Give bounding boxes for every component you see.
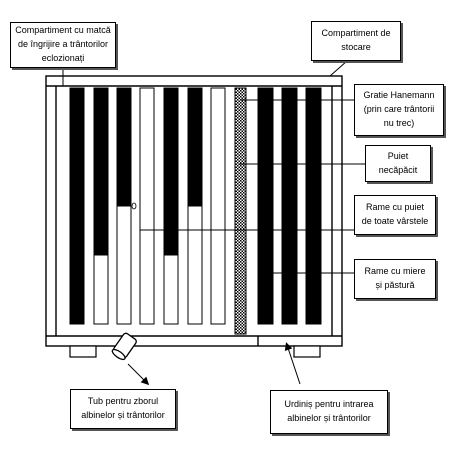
label-line: (prin care trântorii <box>363 104 435 115</box>
frame-9 <box>281 87 298 325</box>
queen-excluder <box>234 87 247 335</box>
label-storage-compartment: Compartiment de stocare <box>311 21 401 61</box>
brood-zone-2 <box>93 87 109 256</box>
leader-lines <box>62 60 365 386</box>
label-line: Urdiniș pentru intrarea <box>284 399 374 410</box>
queen-bee-icon <box>131 202 137 210</box>
label-open-brood: Puiet necăpăcit <box>365 145 431 182</box>
label-queen-compartment: Compartiment cu matcă de îngrijire a trâ… <box>10 22 116 68</box>
frames-left <box>69 87 226 325</box>
brood-zone-5 <box>163 87 179 256</box>
label-line: albinelor și trântorilor <box>81 410 165 420</box>
label-line: necăpăcit <box>378 164 418 175</box>
flight-tube-icon <box>111 332 137 361</box>
label-line: și păstură <box>375 280 415 290</box>
label-line: de îngrijire a trântorilor <box>17 39 109 50</box>
label-line: Puiet <box>387 150 409 161</box>
frame-1 <box>69 87 85 325</box>
label-line: Rame cu miere <box>364 266 426 277</box>
brood-zone-6 <box>187 87 203 207</box>
label-line: eclozionați <box>41 52 85 63</box>
hive-box <box>45 75 343 347</box>
label-line: albinelor și trântorilor <box>287 413 371 423</box>
label-flight-tube: Tub pentru zborul albinelor și trântoril… <box>70 389 176 429</box>
label-line: de toate vârstele <box>361 216 429 226</box>
label-line: Compartiment de <box>321 28 391 39</box>
frames-right <box>257 87 322 325</box>
label-line: Compartiment cu matcă <box>15 25 111 36</box>
label-line: Gratie Hanemann <box>363 90 435 101</box>
hive-foot-left <box>69 345 97 358</box>
frame-8 <box>257 87 274 325</box>
label-line: Rame cu puiet <box>365 202 425 213</box>
label-line: nu trec) <box>383 117 415 128</box>
brood-zone-3 <box>116 87 132 207</box>
label-entrance: Urdiniș pentru intrarea albinelor și trâ… <box>270 390 388 434</box>
label-brood-frames: Rame cu puiet de toate vârstele <box>354 195 436 235</box>
label-honey-frames: Rame cu miere și păstură <box>354 259 436 299</box>
label-queen-excluder: Gratie Hanemann (prin care trântorii nu … <box>354 84 444 136</box>
frame-4 <box>139 87 155 325</box>
frame-7 <box>210 87 226 325</box>
label-line: stocare <box>341 42 371 52</box>
frame-10 <box>305 87 322 325</box>
hive-foot-right <box>293 345 321 358</box>
label-line: Tub pentru zborul <box>87 396 159 407</box>
